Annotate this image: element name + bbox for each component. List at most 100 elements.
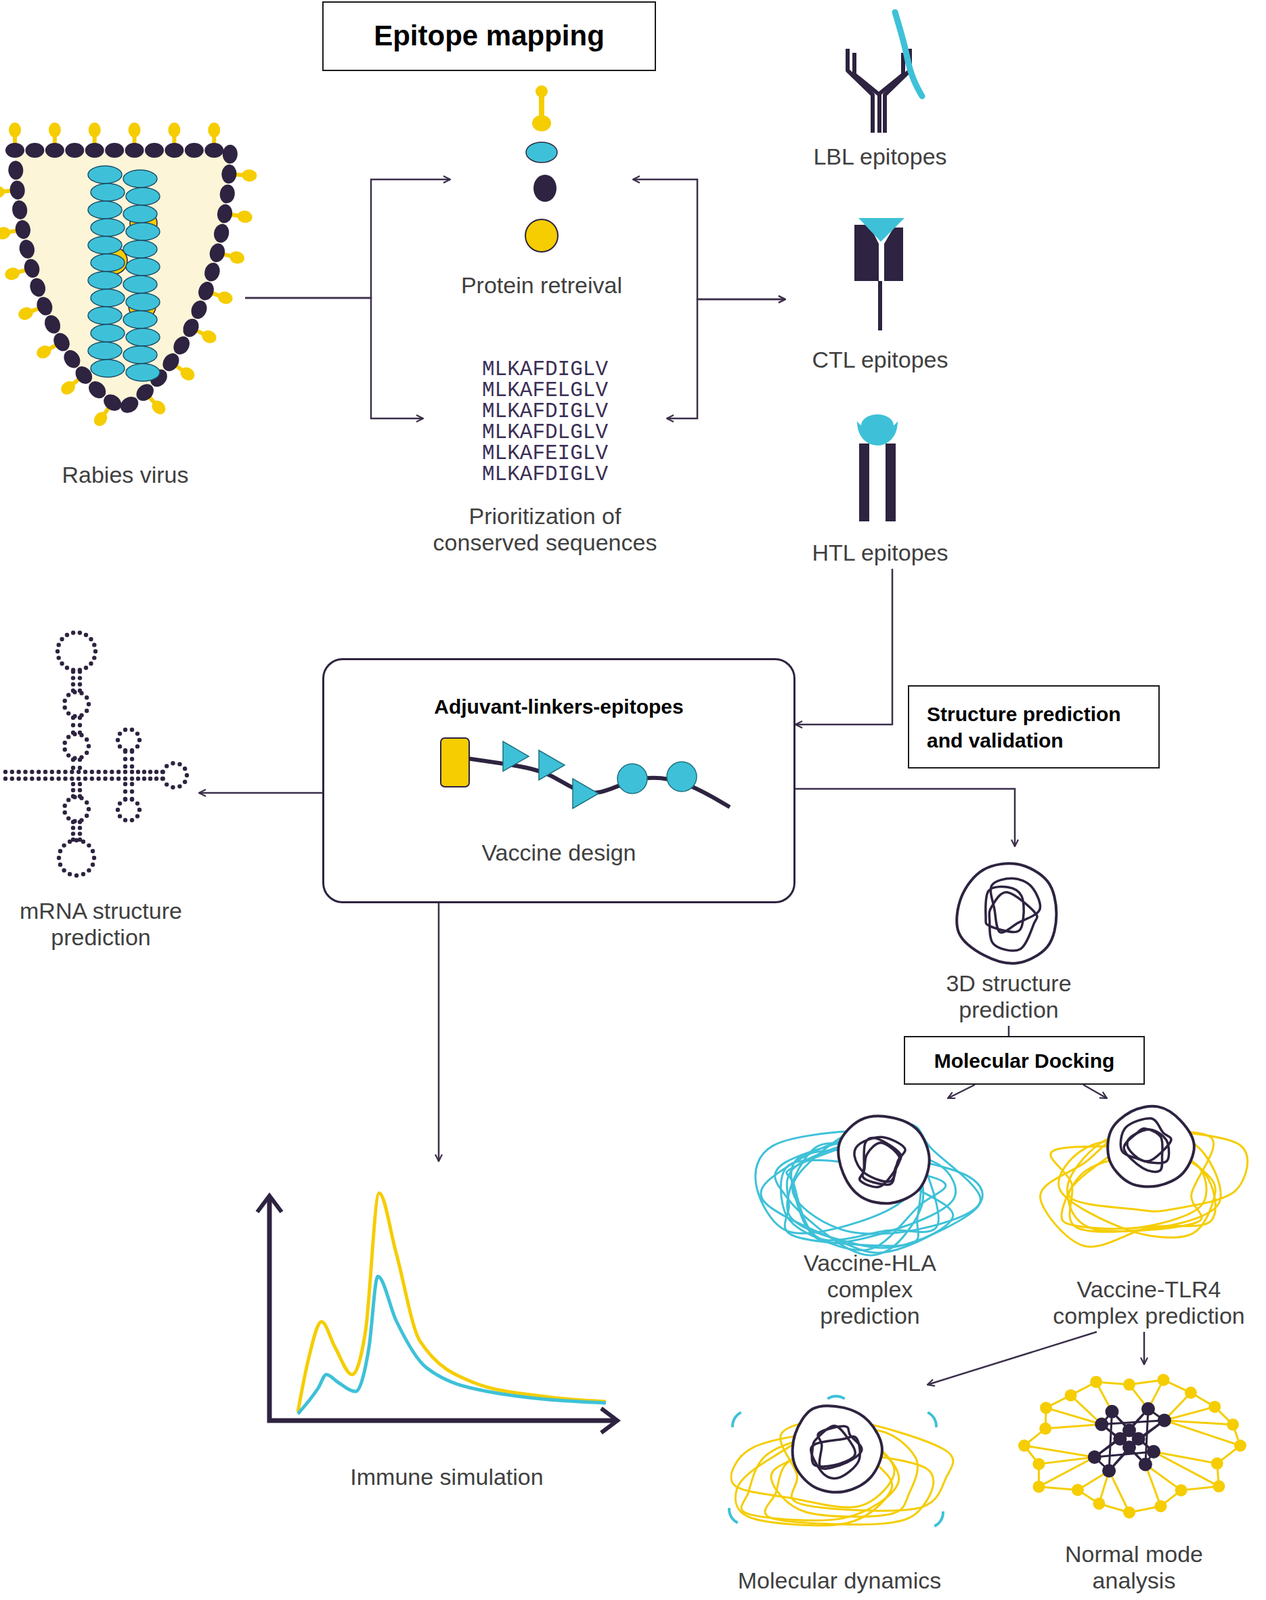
nucleotide-dot [62,698,68,703]
nucleotide-dot [77,819,82,824]
spike-head [199,327,219,346]
network-node [1157,1413,1172,1428]
nucleotide-dot [76,769,81,774]
nucleotide-dot [116,776,121,781]
nucleoprotein [123,205,158,223]
matrix-protein [215,203,234,225]
spike-head [236,209,253,224]
spike-head [48,122,61,138]
nucleotide-dot [77,681,82,686]
nucleotide-dot [135,800,140,805]
matrix-protein [222,144,238,164]
spike-head [148,398,168,418]
nucleotide-dot [129,817,135,822]
matrix-protein [25,142,45,158]
polymerase [525,219,558,252]
sequence-text: MLKAFDIGLV [482,400,608,422]
spike-head [0,185,6,200]
network-spring [1024,1445,1095,1457]
nucleotide-dot [36,769,41,774]
antibody-drawing [847,48,910,133]
nucleotide-dot [10,769,15,774]
receptor-chain [859,443,870,522]
nucleotide-dot [102,769,107,774]
network-spring [1101,1420,1165,1425]
nucleoprotein [90,183,125,202]
ctl-epitope [503,741,529,772]
flow-arrow [199,792,323,795]
htl-epitope [617,763,648,794]
virus-drawing [0,122,258,429]
vaccine-box: Adjuvant-linkers-epitopesVaccine design [322,658,796,904]
matrix-protein [17,238,37,260]
nucleotide-dot [10,776,15,781]
matrix-protein [33,294,55,318]
network-node [1208,1400,1221,1413]
nucleotide-dot [77,831,82,836]
nucleotide-dot [154,769,159,774]
network-node [1212,1479,1225,1493]
nucleotide-dot [123,817,128,822]
flow-arrow [1083,1084,1107,1099]
nucleotide-dot [43,776,48,781]
protein-outline [838,1116,929,1204]
flow-arrow [927,1331,1097,1385]
nucleotide-dot [66,752,71,757]
nucleotide-dot [84,737,89,742]
htl-epitope [666,761,697,792]
nucleoprotein [526,142,558,163]
sequence-text: MLKAFDIGLV [482,463,608,485]
nucleotide-dot [66,815,71,820]
nucleotide-dot [142,776,147,781]
nucleotide-dot [135,731,140,736]
nucleoprotein [125,257,160,276]
nucleotide-dot [43,769,48,774]
nucleotide-dot [92,855,97,860]
network-spring [1108,1470,1130,1513]
heading-text: Adjuvant-linkers-epitopes [433,695,684,719]
body-text: Vaccine design [481,839,636,866]
network-node [1104,1404,1119,1419]
nucleotide-dot [182,766,187,771]
caption-text: 3D structure prediction [893,970,1124,1023]
matrix-protein [207,241,227,264]
spike-head [3,266,21,282]
nucleotide-dot [72,714,77,719]
nucleotide-dot [62,776,68,781]
nucleotide-dot [123,764,128,769]
nucleoprotein [88,271,122,290]
network-node [1071,1483,1084,1496]
nucleotide-dot [72,794,77,799]
receptor-icon: CTL epitopes [785,206,975,376]
nucleotide-dot [86,806,91,812]
adjuvant-block [440,737,470,787]
nucleotide-dot [71,723,76,728]
nucleotide-dot [56,855,61,860]
heading-text: Structure prediction and validation [926,700,1159,754]
nucleotide-dot [71,788,76,793]
nucleotide-dot [83,776,88,781]
nucleotide-dot [83,769,88,774]
md-complex [729,1395,954,1526]
sequence-text: MLKAFDIGLV [482,358,608,380]
complex-icon: Vaccine-HLA complex prediction [752,1098,988,1332]
nucleoprotein [88,201,122,219]
network-node [1087,1450,1102,1464]
nucleotide-dot [3,776,8,781]
fold-3d [956,863,1057,964]
chain-loop [755,1130,915,1233]
network-node [1092,1497,1105,1510]
nucleotide-dot [117,800,122,805]
nucleotide-dot [79,754,84,759]
nucleotide-dot [56,769,61,774]
network-icon: Normal mode analysis [1012,1364,1256,1597]
network-node [1157,1373,1170,1386]
nucleoprotein [123,310,158,329]
section-box: Molecular Docking [903,1035,1145,1085]
matrix-protein [144,142,164,158]
nucleotide-dot [71,675,76,680]
construct-drawing [440,737,730,809]
heading-text: Molecular Docking [934,1047,1116,1074]
nucleotide-dot [170,760,175,766]
nucleoprotein [123,240,158,258]
